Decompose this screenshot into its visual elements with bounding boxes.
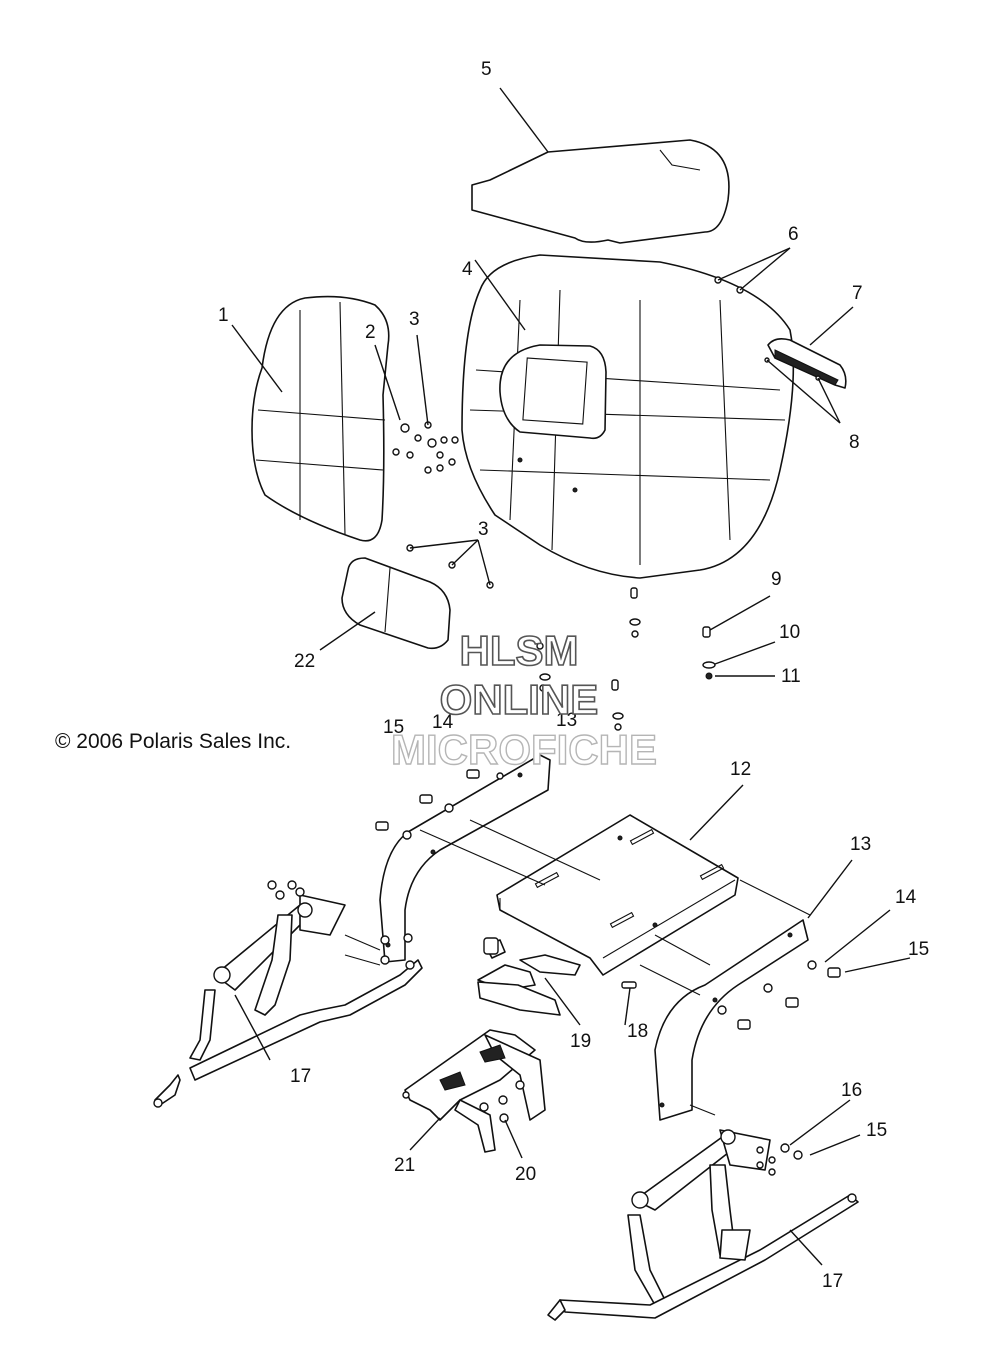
callout-19: 19 <box>570 1031 591 1052</box>
callout-labels: 5 6 7 8 4 1 2 3 3 22 9 10 11 15 14 13 12… <box>218 59 929 1292</box>
callout-10: 10 <box>779 622 800 643</box>
part-7-reflector <box>767 338 847 389</box>
part-4-trunk <box>461 254 795 579</box>
leader-lines <box>231 87 911 1266</box>
part-12-mount-plate <box>496 814 739 976</box>
callout-15-right: 15 <box>908 939 929 960</box>
callout-5: 5 <box>481 59 492 80</box>
callout-15-lower: 15 <box>866 1120 887 1141</box>
callout-17-left: 17 <box>290 1066 311 1087</box>
callout-18: 18 <box>627 1021 648 1042</box>
callout-3-upper: 3 <box>409 309 420 330</box>
callout-3-lower: 3 <box>478 519 489 540</box>
assembly-guide-lines <box>344 819 811 1116</box>
part-17-right-rail <box>547 1129 859 1321</box>
callout-13-right: 13 <box>850 834 871 855</box>
callout-9: 9 <box>771 569 782 590</box>
part-19-spacer <box>483 937 581 976</box>
callout-8: 8 <box>849 432 860 453</box>
copyright-text: © 2006 Polaris Sales Inc. <box>55 730 291 753</box>
watermark-line-3: MICROFICHE <box>391 726 657 773</box>
callout-2: 2 <box>365 322 376 343</box>
part-17-left-rail <box>153 894 423 1108</box>
callout-15-left: 15 <box>383 717 404 738</box>
part-21-lower-bracket <box>402 964 561 1153</box>
watermark-line-2: ONLINE <box>440 676 599 723</box>
callout-21: 21 <box>394 1155 415 1176</box>
part-13-right-bracket <box>654 919 809 1121</box>
callout-4: 4 <box>462 259 473 280</box>
callout-17-right: 17 <box>822 1271 843 1292</box>
callout-13-left: 13 <box>556 710 577 731</box>
callout-7: 7 <box>852 283 863 304</box>
hardware <box>267 276 841 1176</box>
callout-6: 6 <box>788 224 799 245</box>
callout-14-left: 14 <box>432 712 454 733</box>
callout-16: 16 <box>841 1080 862 1101</box>
watermark: HLSM ONLINE MICROFICHE <box>390 626 657 774</box>
callout-12: 12 <box>730 759 751 780</box>
part-13-left-bracket <box>379 754 551 963</box>
callout-1: 1 <box>218 305 229 326</box>
callout-22: 22 <box>294 651 315 672</box>
callout-20: 20 <box>515 1164 536 1185</box>
callout-11: 11 <box>781 666 801 687</box>
callout-14-right: 14 <box>895 887 917 908</box>
part-1-backrest <box>251 295 390 542</box>
watermark-line-1: HLSM <box>460 627 579 674</box>
part-22-backrest-pad <box>341 557 451 650</box>
part-5-liner-panel <box>471 139 730 244</box>
